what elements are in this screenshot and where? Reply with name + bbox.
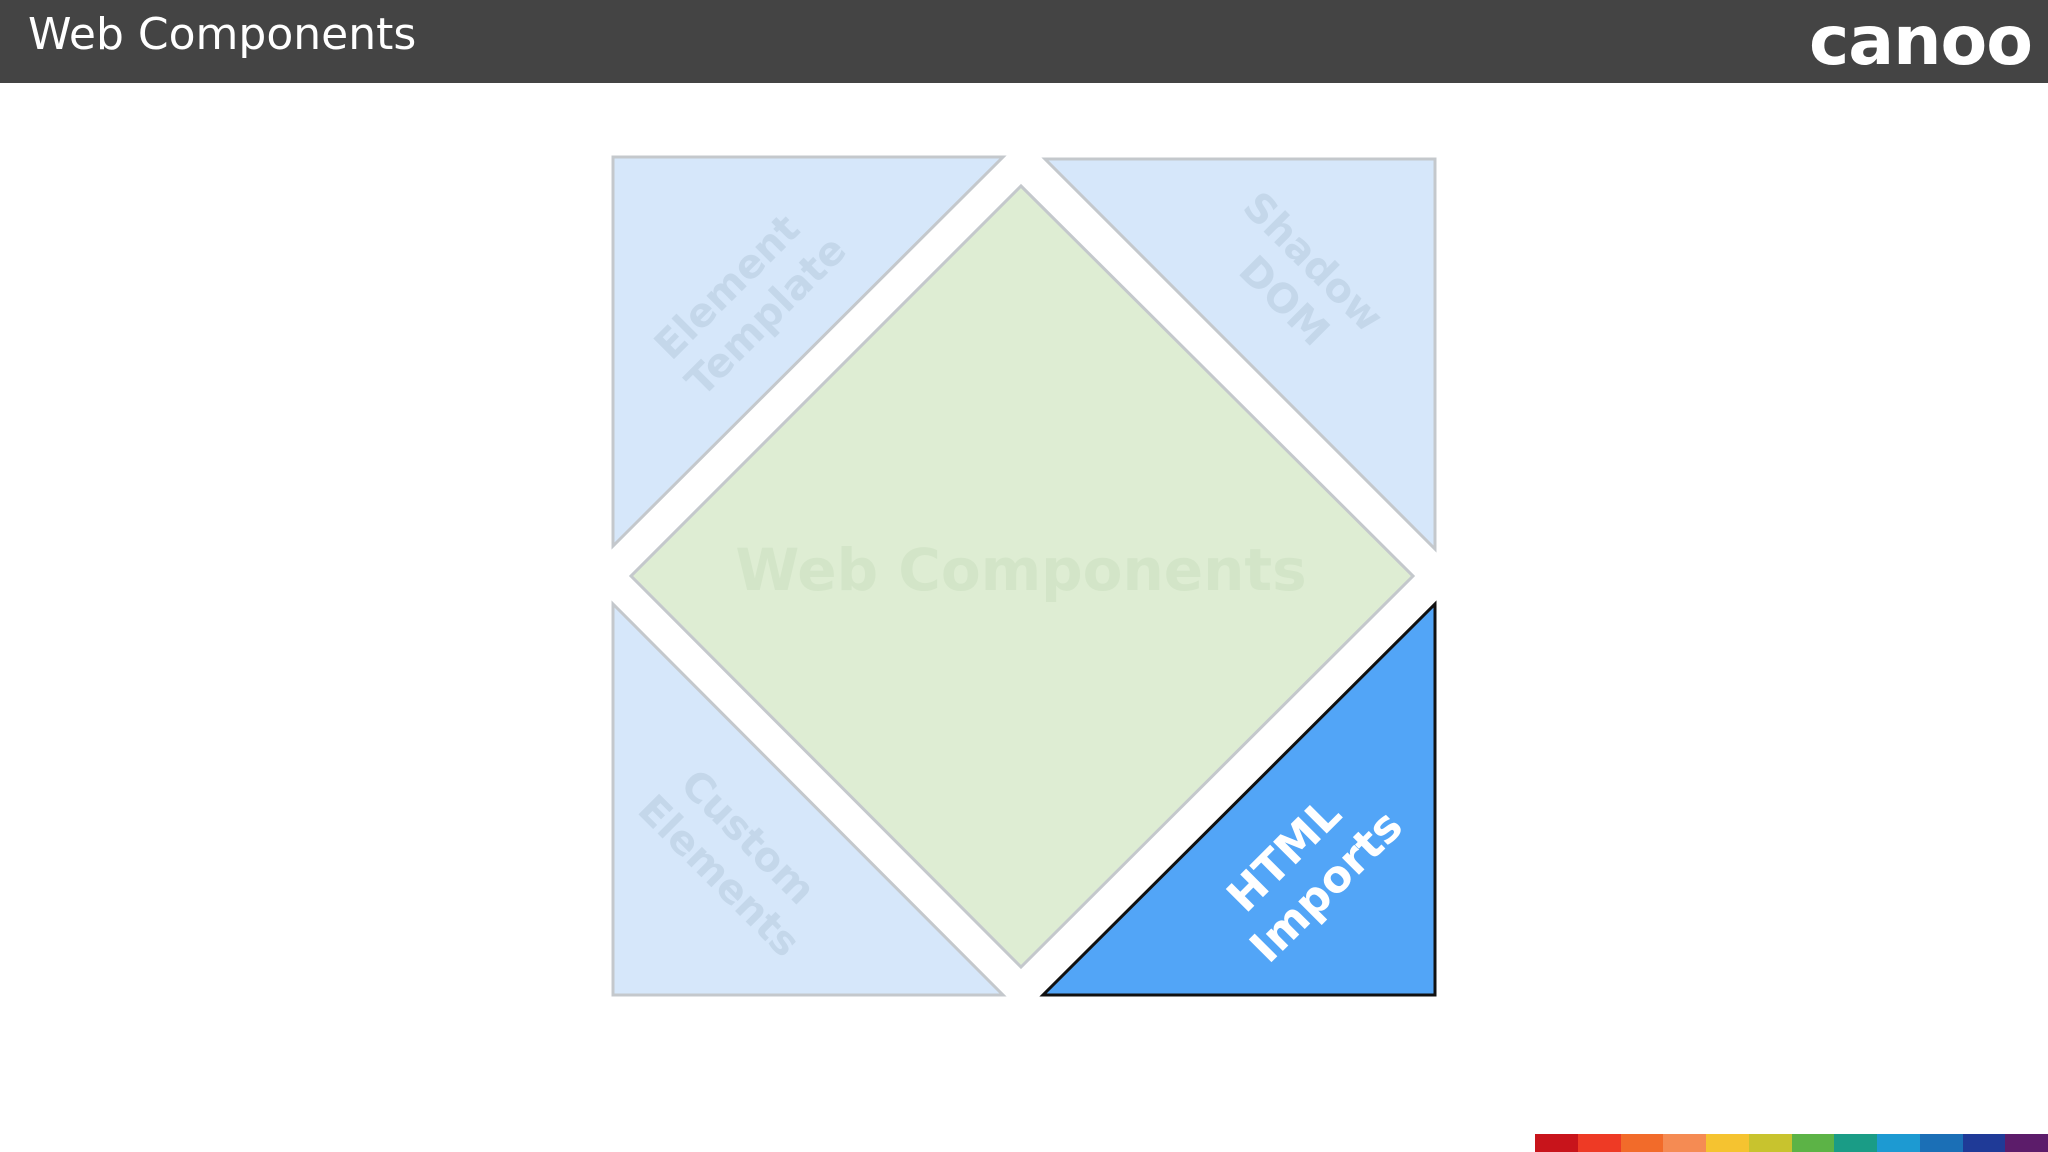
slide-header: Web Components canoo bbox=[0, 0, 2048, 83]
html-imports-piece: HTML Imports bbox=[1039, 600, 1437, 997]
canoo-logo: canoo bbox=[1808, 2, 2033, 81]
color-bar-segment bbox=[2005, 1134, 2048, 1152]
brand-color-bar bbox=[1535, 1134, 2048, 1152]
web-components-core: Web Components bbox=[628, 183, 1416, 970]
color-bar-segment bbox=[1535, 1134, 1578, 1152]
color-bar-segment bbox=[1706, 1134, 1749, 1152]
color-bar-segment bbox=[1748, 1134, 1792, 1152]
web-components-core-label: Web Components bbox=[735, 536, 1306, 604]
color-bar-segment bbox=[1791, 1134, 1835, 1152]
color-bar-segment bbox=[1919, 1134, 1963, 1152]
shadow-dom-piece: Shadow DOM bbox=[1041, 157, 1437, 553]
color-bar-segment bbox=[1962, 1134, 2006, 1152]
color-bar-segment bbox=[1877, 1134, 1920, 1152]
slide-title: Web Components bbox=[28, 9, 417, 60]
element-template-piece: Element Template bbox=[611, 155, 1007, 550]
color-bar-segment bbox=[1577, 1134, 1621, 1152]
color-bar-segment bbox=[1620, 1134, 1664, 1152]
color-bar-segment bbox=[1663, 1134, 1706, 1152]
color-bar-segment bbox=[1834, 1134, 1877, 1152]
